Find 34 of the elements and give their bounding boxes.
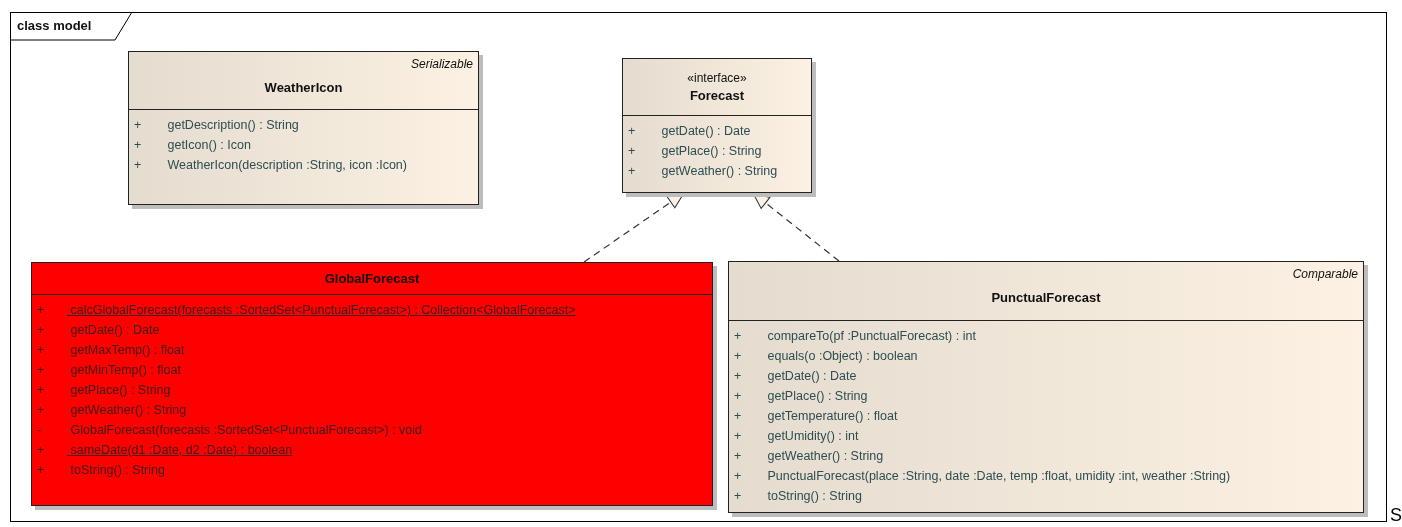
stereotype-label: «interface» [687, 69, 747, 87]
operation-text: + getDate() : Date [628, 123, 752, 140]
operation-text: + sameDate(d1 :Date, d2 :Date) : boolean [37, 442, 294, 459]
operation-text: + getPlace() : String [628, 143, 763, 160]
operation-text: + getIcon() : Icon [134, 137, 252, 154]
operation-text: + calcGlobalForecast(forecasts :SortedSet<PunctualForecast>) : Collection<GlobalForecast> [37, 302, 577, 319]
operation-text: + getDate() : Date [37, 322, 161, 339]
operation-text: + getPlace() : String [734, 388, 869, 405]
class-name: Forecast [689, 86, 745, 105]
operation-text: - GlobalForecast(forecasts :SortedSet<PunctualForecast>) : void [37, 422, 424, 439]
class-name: PunctualForecast [991, 289, 1101, 307]
class-name: GlobalForecast [324, 269, 420, 288]
operation-text: + getUmidity() : int [734, 428, 860, 445]
operation-text: + WeatherIcon(description :String, icon :Icon) [134, 157, 408, 174]
class-name: WeatherIcon [264, 78, 343, 97]
operation-text: + getWeather() : String [734, 448, 885, 465]
interface-name: Comparable [1292, 267, 1358, 281]
operation-text: + getMinTemp() : float [37, 362, 182, 379]
operation-text: + getWeather() : String [628, 163, 779, 180]
operation-text: + toString() : String [734, 488, 863, 505]
operation-text: + compareTo(pf :PunctualForecast) : int [734, 328, 977, 345]
operation-text: + getDescription() : String [134, 117, 300, 134]
operation-text: + getMaxTemp() : float [37, 342, 186, 359]
frame-title: class model [17, 18, 92, 33]
stray-letter: S [1390, 505, 1402, 526]
operation-text: + equals(o :Object) : boolean [734, 348, 919, 365]
operation-text: + getDate() : Date [734, 368, 858, 385]
operation-text: + PunctualForecast(place :String, date :Date, temp :float, umidity :int, weather :String) [734, 468, 1232, 485]
interface-name: Serializable [410, 57, 473, 71]
operation-text: + getTemperature() : float [734, 408, 899, 425]
operation-text: + toString() : String [37, 462, 166, 479]
operation-text: + getWeather() : String [37, 402, 188, 419]
operation-text: + getPlace() : String [37, 382, 172, 399]
frame-border [10, 12, 1387, 522]
